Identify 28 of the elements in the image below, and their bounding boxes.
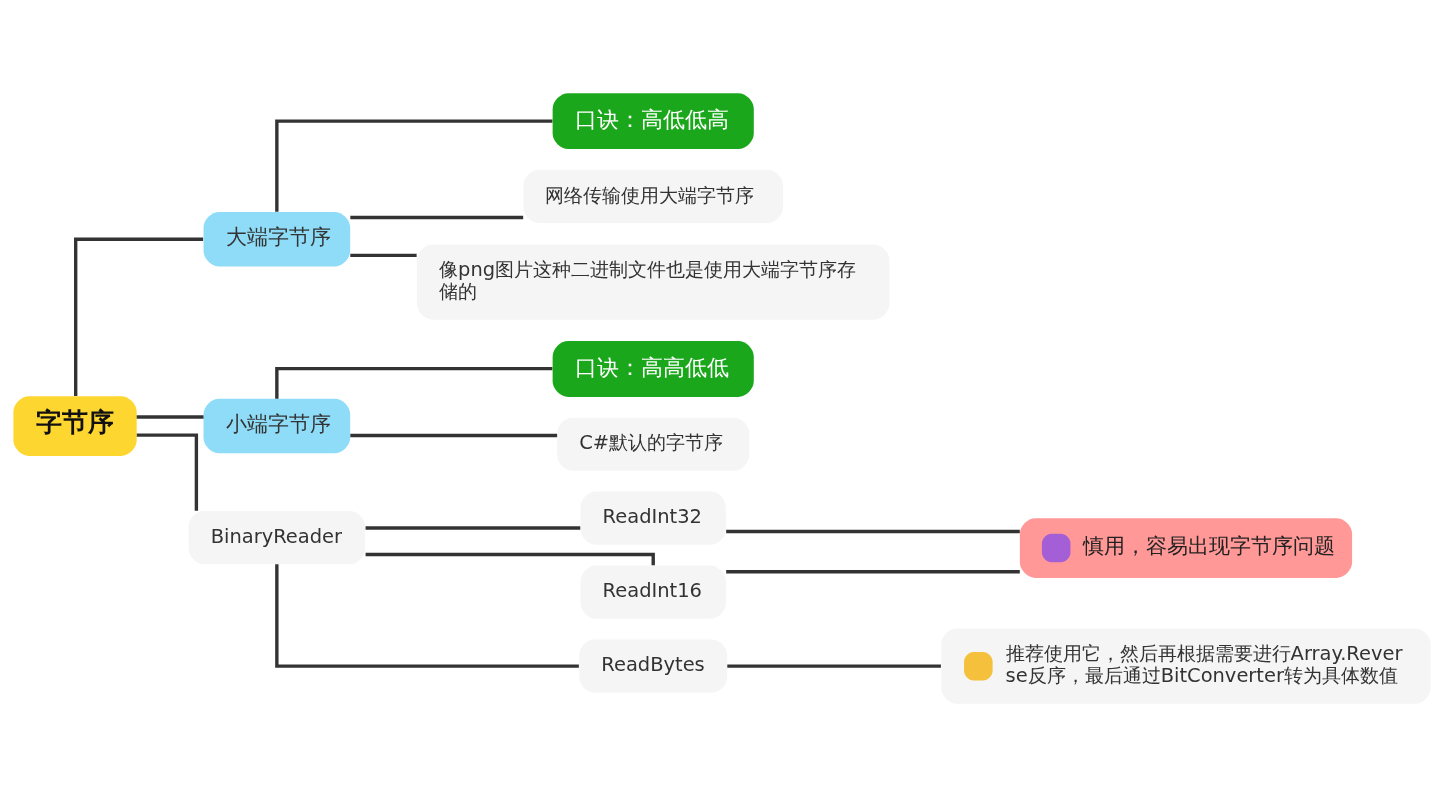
- node-box: ReadInt16: [580, 565, 726, 619]
- node-box: ReadBytes: [579, 639, 728, 693]
- node-box: ReadInt32: [580, 491, 726, 545]
- node-box: 口诀：高低低高: [552, 92, 754, 149]
- node-box: 口诀：高高低低: [552, 340, 754, 397]
- connector: [275, 366, 553, 399]
- connector: [350, 253, 417, 257]
- node-box: 慎用，容易出现字节序问题: [1019, 517, 1353, 578]
- node-box: 推荐使用它，然后再根据需要进行Array.Reverse反序，最后通过BitConverter转为具体数值: [941, 628, 1431, 704]
- node-box: 大端字节序: [203, 211, 351, 266]
- connector: [350, 433, 558, 437]
- node-box: 像png图片这种二进制文件也是使用大端字节序存储的: [417, 243, 890, 320]
- connector: [726, 569, 1020, 573]
- connector: [726, 529, 1020, 533]
- connector: [136, 432, 199, 511]
- connector: [136, 414, 204, 419]
- connector: [275, 118, 553, 212]
- connector: [350, 215, 524, 219]
- connector: [365, 525, 581, 530]
- node-box: 字节序: [13, 395, 137, 456]
- node-box: 网络传输使用大端字节序: [523, 169, 783, 223]
- node-box: BinaryReader: [188, 510, 366, 564]
- connector: [275, 563, 579, 668]
- node-box: 小端字节序: [203, 398, 351, 453]
- connector: [365, 552, 655, 565]
- connector: [727, 664, 941, 668]
- node-box: C#默认的字节序: [557, 417, 750, 471]
- connector: [74, 237, 204, 396]
